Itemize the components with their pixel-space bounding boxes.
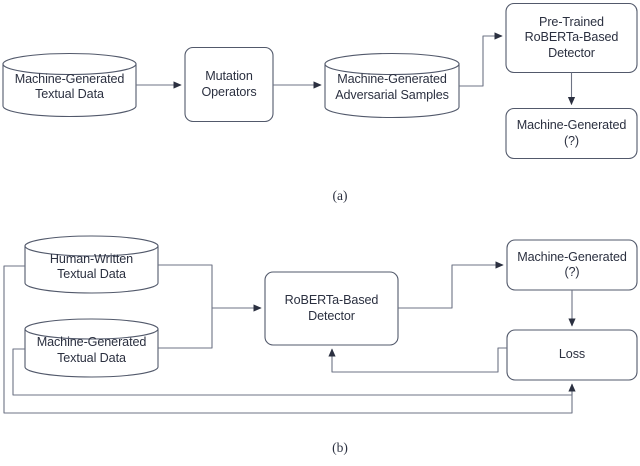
subfigure-label-a: (a) [332, 188, 348, 203]
node-b-prediction-output[interactable] [506, 239, 638, 291]
subfigure-label-b: (b) [332, 440, 348, 455]
node-a-source-data[interactable] [2, 52, 137, 118]
edge-b-machine-to-detector [158, 308, 213, 349]
node-a-prediction-output[interactable] [505, 107, 638, 160]
edge-b-detector-to-output [398, 261, 504, 309]
edge-b-loss-to-detector-feedback [328, 347, 507, 373]
edge-b-machine-to-loss-feedback [12, 348, 576, 396]
node-b-machine-data[interactable] [24, 318, 159, 378]
node-b-human-data[interactable] [24, 235, 159, 294]
node-b-detector[interactable] [264, 271, 399, 346]
node-b-loss[interactable] [506, 329, 638, 381]
edge-a-adversarial-to-detector [459, 32, 503, 87]
edge-b-human-to-loss-feedback [3, 265, 573, 414]
edge-b-human-to-detector [158, 264, 262, 312]
node-a-pretrained-detector[interactable] [505, 2, 638, 74]
node-a-mutation-operators[interactable] [184, 46, 274, 123]
node-a-adversarial-samples[interactable] [324, 52, 460, 119]
